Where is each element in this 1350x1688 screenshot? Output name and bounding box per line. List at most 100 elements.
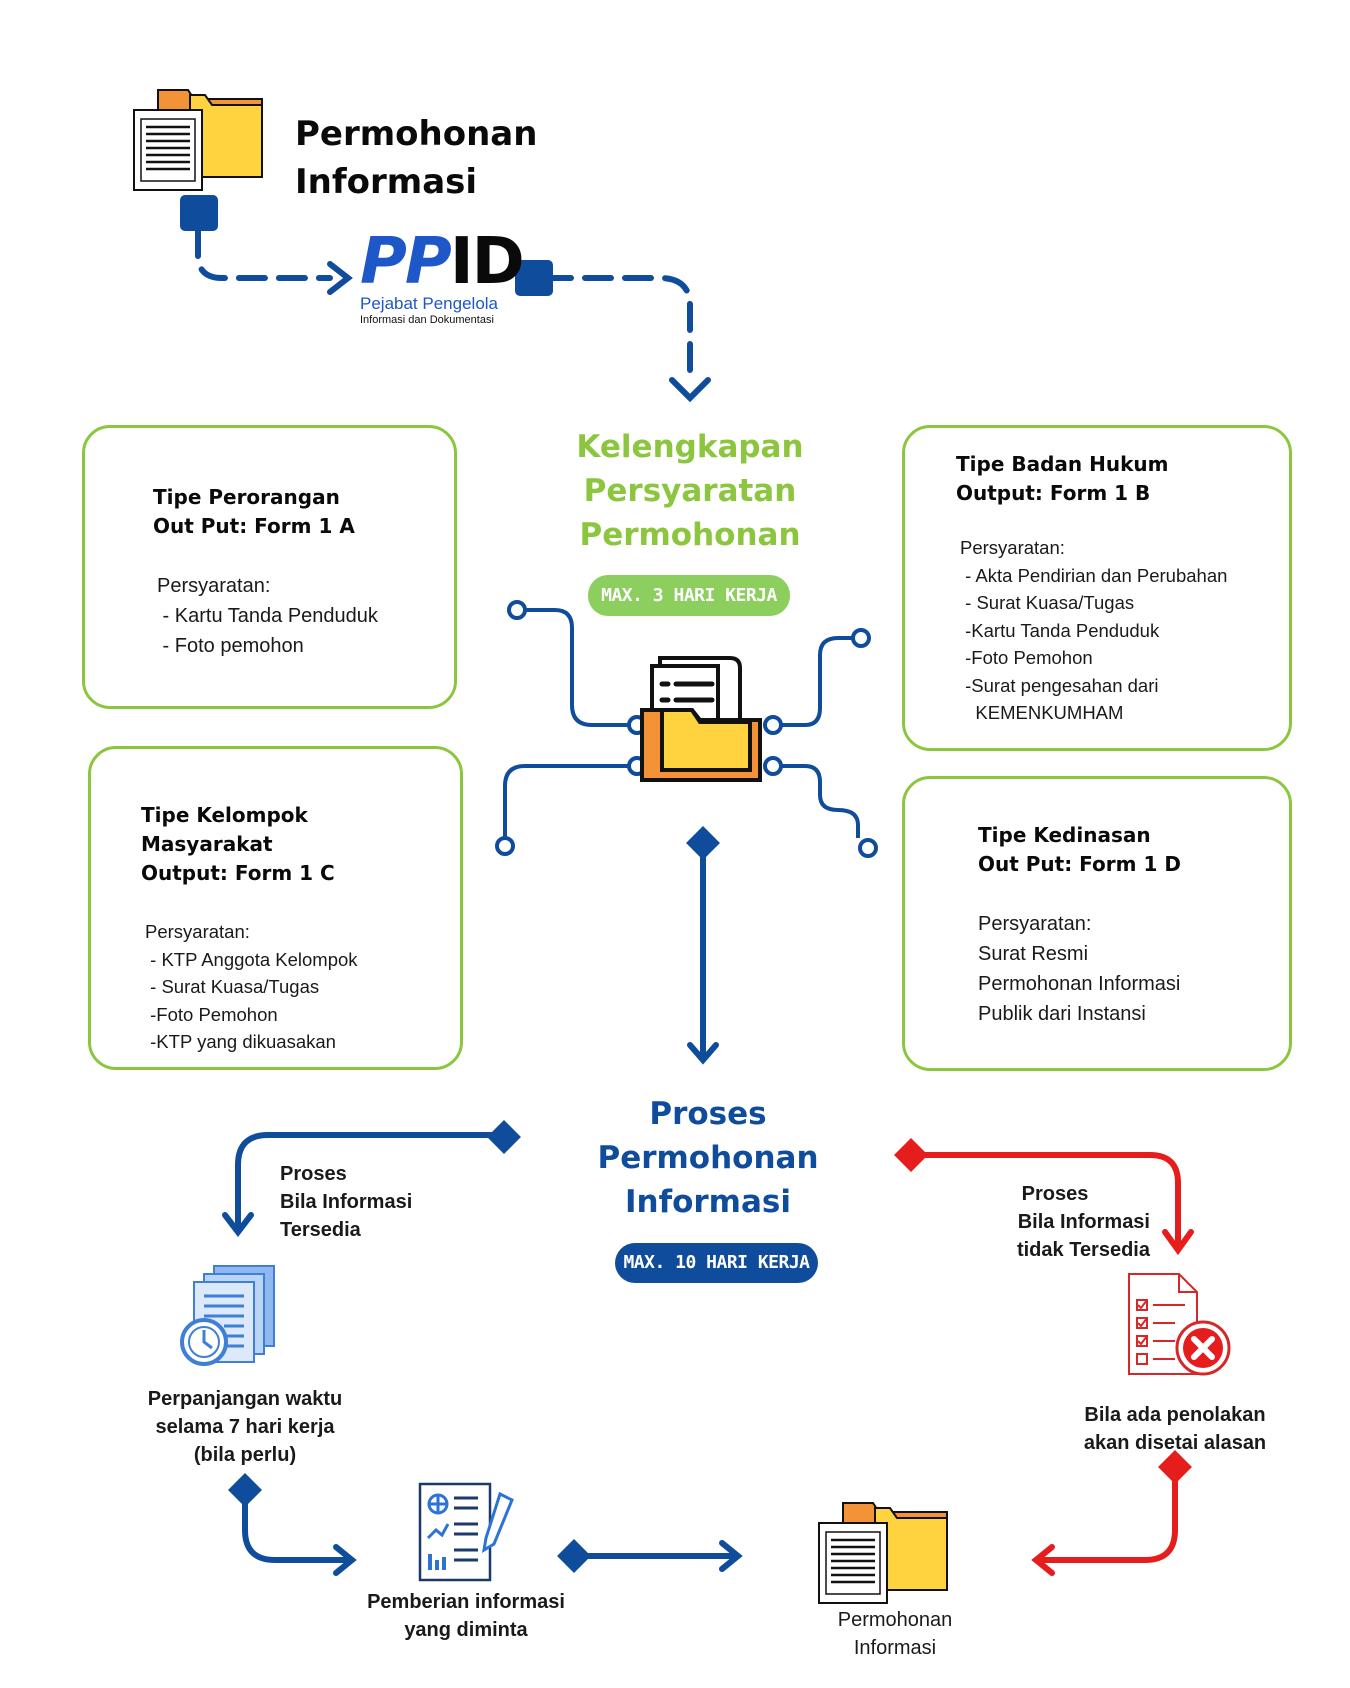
card-kedinasan: Tipe Kedinasan Out Put: Form 1 D Persyar… [902, 776, 1292, 1071]
card-c-title-3: Output: Form 1 C [141, 861, 335, 885]
card-badan-hukum: Tipe Badan Hukum Output: Form 1 B Persya… [902, 425, 1292, 751]
document-clock-icon [180, 1265, 275, 1366]
rejection-caption-line-2: akan disetai alasan [1083, 1432, 1267, 1454]
card-b-title: Tipe Badan Hukum Output: Form 1 B [956, 450, 1289, 508]
card-b-item: -Surat pengesahan dari [960, 674, 1159, 696]
unavailable-note-line-1: Proses [1021, 1183, 1089, 1205]
delivery-caption-line-2: yang diminta [404, 1619, 528, 1641]
available-note-line-1: Proses [280, 1163, 347, 1185]
page-title-line-1: Permohonan [295, 114, 538, 154]
connector-diamond-top [686, 826, 720, 860]
connector-diamond-ext [228, 1473, 262, 1507]
unavailable-note-line-3: tidak Tersedia [1016, 1239, 1150, 1261]
card-kelompok-masyarakat: Tipe Kelompok Masyarakat Output: Form 1 … [88, 746, 463, 1070]
card-a-item: - Foto pemohon [157, 635, 304, 657]
card-b-item: -Kartu Tanda Penduduk [960, 619, 1160, 641]
circuit-nodes [495, 600, 878, 858]
card-a-title-1: Tipe Perorangan [153, 485, 340, 509]
delivery-caption-line-1: Pemberian informasi [367, 1591, 565, 1613]
connector-square-1 [180, 195, 218, 231]
card-a-item: - Kartu Tanda Penduduk [157, 605, 378, 627]
delivery-caption: Pemberian informasi yang diminta [356, 1588, 576, 1644]
card-d-item: Surat Resmi [978, 943, 1089, 965]
page-title-line-2: Informasi [295, 162, 478, 202]
process-heading-line-3: Informasi [625, 1184, 791, 1220]
unavailable-note-line-2: Bila Informasi [1017, 1211, 1150, 1233]
card-d-item: Permohonan Informasi [978, 973, 1181, 995]
rejection-caption: Bila ada penolakan akan disetai alasan [1060, 1401, 1290, 1457]
card-b-item: - Akta Pendirian dan Perubahan [960, 564, 1228, 586]
card-d-body: Persyaratan: Surat Resmi Permohonan Info… [978, 909, 1289, 1029]
card-b-item: KEMENKUMHAM [960, 702, 1124, 723]
final-caption: Permohonan Informasi [800, 1606, 990, 1662]
card-c-heading: Persyaratan: [145, 921, 250, 942]
card-d-title-1: Tipe Kedinasan [978, 823, 1151, 847]
vertical-connector [687, 842, 719, 1065]
connector-diamond-red-bottom [1158, 1450, 1192, 1484]
card-c-title-2: Masyarakat [141, 832, 273, 856]
card-a-title-2: Out Put: Form 1 A [153, 514, 355, 538]
card-perorangan: Tipe Perorangan Out Put: Form 1 A Persya… [82, 425, 457, 709]
process-heading-line-1: Proses [649, 1096, 767, 1132]
card-a-heading: Persyaratan: [157, 575, 271, 597]
connector-diamond-left [487, 1120, 521, 1154]
requirements-heading: Kelengkapan Persyaratan Permohonan [520, 425, 860, 557]
branch-rejection-to-final [1031, 1472, 1178, 1576]
rejection-caption-line-1: Bila ada penolakan [1084, 1404, 1266, 1426]
card-a-body: Persyaratan: - Kartu Tanda Penduduk - Fo… [157, 571, 454, 661]
extension-caption-line-1: Perpanjangan waktu [147, 1388, 343, 1410]
folder-document-icon [818, 1502, 948, 1604]
card-c-item: -KTP yang dikuasakan [145, 1031, 336, 1052]
extension-caption: Perpanjangan waktu selama 7 hari kerja (… [130, 1385, 360, 1469]
card-c-body: Persyaratan: - KTP Anggota Kelompok - Su… [145, 918, 460, 1056]
connector-diamond-delivery [557, 1539, 591, 1573]
card-b-heading: Persyaratan: [960, 537, 1065, 558]
card-b-title-1: Tipe Badan Hukum [956, 452, 1169, 476]
branch-available [222, 1132, 505, 1237]
connector-diamond-red-top [894, 1138, 928, 1172]
card-b-body: Persyaratan: - Akta Pendirian dan Peruba… [960, 534, 1289, 727]
requirements-heading-line-2: Persyaratan [583, 473, 797, 509]
card-c-title-1: Tipe Kelompok [141, 803, 308, 827]
requirements-deadline-badge: MAX. 3 HARI KERJA [588, 575, 790, 616]
card-a-title: Tipe Perorangan Out Put: Form 1 A [153, 483, 454, 541]
ppid-logo-id: ID [449, 225, 525, 299]
available-note-line-3: Tersedia [280, 1219, 361, 1241]
document-folder-icon [640, 656, 762, 782]
ppid-logo-subtitle-2: Informasi dan Dokumentasi [360, 314, 494, 326]
report-analysis-icon [418, 1482, 514, 1582]
process-deadline-badge: MAX. 10 HARI KERJA [615, 1243, 818, 1283]
card-c-item: - Surat Kuasa/Tugas [145, 976, 320, 997]
extension-caption-line-3: (bila perlu) [193, 1444, 297, 1466]
card-d-title: Tipe Kedinasan Out Put: Form 1 D [978, 821, 1289, 879]
dashed-connector-to-requirements [542, 275, 711, 403]
folder-document-icon [133, 89, 263, 191]
available-note: Proses Bila Informasi Tersedia [280, 1160, 412, 1244]
page-title: Permohonan Informasi [295, 110, 537, 206]
branch-delivery-to-final [569, 1540, 743, 1572]
ppid-logo-mark: PPID [360, 230, 525, 294]
branch-extension-to-delivery [242, 1485, 357, 1576]
card-c-item: - KTP Anggota Kelompok [145, 948, 358, 970]
card-b-item: - Surat Kuasa/Tugas [960, 592, 1135, 613]
available-note-line-2: Bila Informasi [280, 1191, 413, 1213]
card-b-title-2: Output: Form 1 B [956, 481, 1151, 505]
card-d-heading: Persyaratan: [978, 913, 1092, 935]
requirements-heading-line-1: Kelengkapan [576, 429, 804, 465]
dashed-connector-to-ppid [195, 227, 353, 295]
branch-unavailable [907, 1152, 1194, 1256]
extension-caption-line-2: selama 7 hari kerja [155, 1416, 335, 1438]
ppid-logo-pp: PP [360, 225, 452, 299]
card-b-item: -Foto Pemohon [960, 647, 1093, 668]
final-caption-line-1: Permohonan [837, 1609, 953, 1631]
final-caption-line-2: Informasi [853, 1637, 937, 1659]
card-d-title-2: Out Put: Form 1 D [978, 852, 1181, 876]
connector-square-2 [515, 260, 553, 296]
unavailable-note: Proses Bila Informasi tidak Tersedia [960, 1180, 1150, 1264]
card-c-title: Tipe Kelompok Masyarakat Output: Form 1 … [141, 801, 460, 888]
card-c-item: -Foto Pemohon [145, 1003, 278, 1025]
ppid-logo: PPID Pejabat Pengelola Informasi dan Dok… [360, 230, 525, 326]
requirements-heading-line-3: Permohonan [579, 517, 801, 553]
circuit-lines [503, 608, 860, 838]
